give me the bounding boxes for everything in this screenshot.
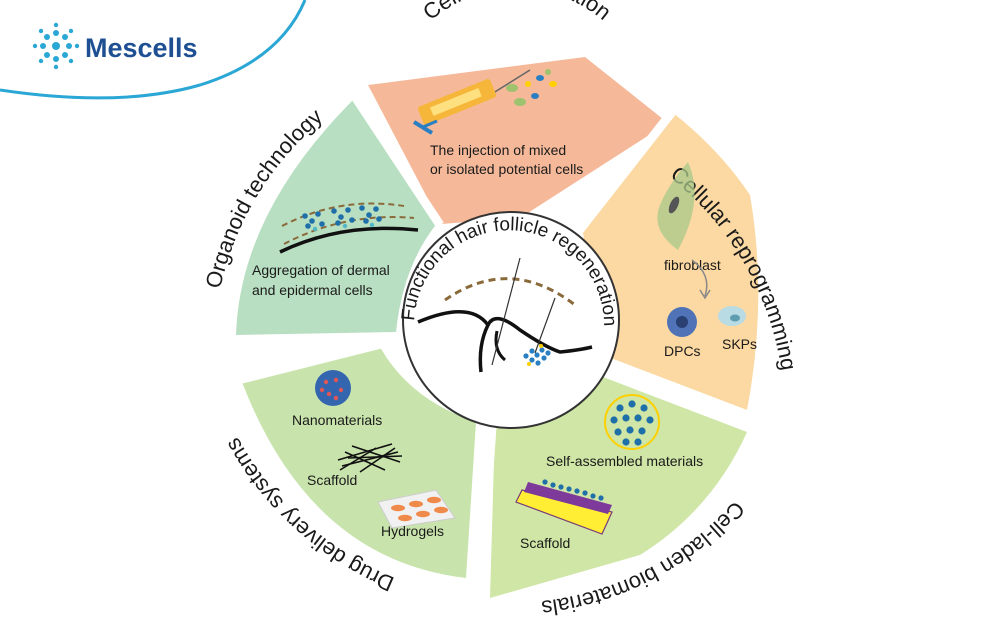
reprogramming-arrow <box>691 259 708 297</box>
self-assembled-label: Self-assembled materials <box>546 453 703 469</box>
cell-transplantation-line2: or isolated potential cells <box>430 161 583 177</box>
brand-swoosh <box>0 0 307 100</box>
injected-cells-icon <box>506 69 557 106</box>
segment-organoid-technology <box>236 97 438 335</box>
center-circle <box>402 211 620 429</box>
hair-follicle-icon <box>417 257 593 373</box>
fibroblast-icon <box>657 162 695 250</box>
organoid-line1: Aggregation of dermal <box>252 262 390 278</box>
biomaterials-scaffold-label: Scaffold <box>520 535 570 551</box>
fiber-scaffold-icon <box>337 443 403 473</box>
cell-transplantation-title: Cell transplantation <box>418 0 616 25</box>
organoid-aggregation-icon <box>279 202 419 254</box>
arrow-head-icon <box>699 289 711 300</box>
dpcs-label: DPCs <box>664 343 701 359</box>
nanomaterials-label: Nanomaterials <box>292 412 382 428</box>
nanomaterial-particle-icon <box>315 370 351 406</box>
drug-scaffold-label: Scaffold <box>307 472 357 488</box>
segment-cell-laden-biomaterials <box>490 372 747 598</box>
skps-label: SKPs <box>722 336 757 352</box>
segment-dividers <box>236 89 754 601</box>
hydrogels-label: Hydrogels <box>381 523 444 539</box>
layered-scaffold-icon <box>515 479 613 535</box>
skp-cell-icon <box>718 306 746 326</box>
fibroblast-label: fibroblast <box>664 257 721 273</box>
brand-logo[interactable]: Mescells <box>32 22 198 70</box>
brand-name: Mescells <box>85 33 198 63</box>
cell-cluster-icon <box>32 22 80 70</box>
organoid-line2: and epidermal cells <box>252 282 373 298</box>
dpc-cell-icon <box>667 307 697 337</box>
syringe-icon <box>412 69 531 135</box>
self-assembled-particle-icon <box>604 394 660 450</box>
segment-cellular-reprogramming <box>582 112 759 410</box>
hydrogel-icon <box>377 489 456 529</box>
cell-transplantation-line1: The injection of mixed <box>430 142 566 158</box>
